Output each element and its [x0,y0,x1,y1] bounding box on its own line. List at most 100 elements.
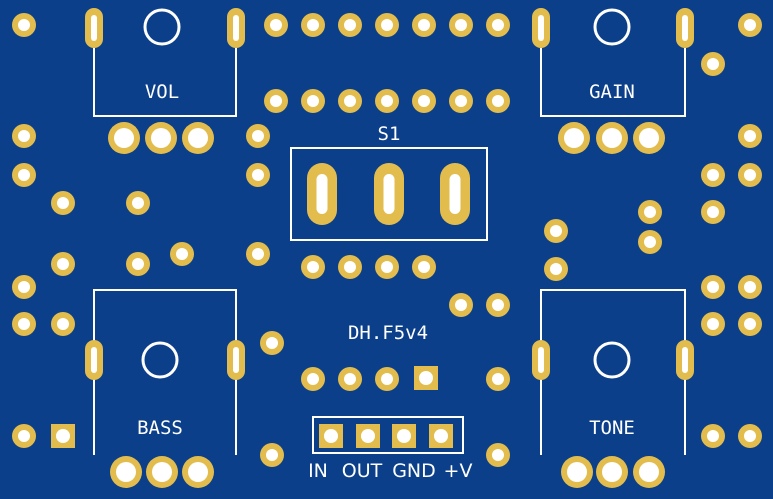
component-pad-hole [744,318,756,330]
board-name-label: DH.F5v4 [348,322,428,344]
in-label: IN [308,460,328,482]
component-pad-hole [707,206,719,218]
component-pad-hole [18,281,30,293]
top-row-pad-hole [307,19,319,31]
io-header-pad-hole [324,429,338,443]
second-row-pad-hole [381,95,393,107]
second-row-pad-hole [418,95,430,107]
component-pad-hole [266,337,278,349]
plus-v-label: +V [444,460,473,482]
second-row-pad-hole [307,95,319,107]
component-pad-hole [57,318,69,330]
gain-shaft-hole [593,8,631,46]
cap-square-pad-hole [56,429,70,443]
component-pad-hole [455,299,467,311]
s1-label: S1 [378,123,401,145]
second-row-pad-hole [270,95,282,107]
tone-label: TONE [589,417,635,439]
out-label: OUT [342,460,383,482]
gain-lug-pad-hole [639,128,659,148]
component-pad-hole [644,236,656,248]
top-row-pad-hole [270,19,282,31]
component-pad-hole [132,197,144,209]
s1-switch-outline [290,147,488,241]
tone-lug-pad-hole [639,462,659,482]
component-pad-hole [18,130,30,142]
tone-lug-pad-hole [602,462,622,482]
component-pad-hole [344,373,356,385]
component-pad-hole [550,225,562,237]
vol-shaft-hole [143,8,181,46]
component-pad-hole [707,430,719,442]
silkscreen-labels: VOL GAIN S1 BASS TONE DH.F5v4 IN OUT GND… [137,81,635,482]
component-pad-hole [252,169,264,181]
bass-lug-pad-hole [188,462,208,482]
component-pad-hole [744,281,756,293]
s1-switch-pad-hole [449,174,461,214]
component-pad-hole [57,258,69,270]
s1-switch-pad-hole [316,174,328,214]
vol-lug-pad-hole [151,128,171,148]
component-pad-hole [707,58,719,70]
component-pad-hole [307,261,319,273]
component-pad-hole [132,258,144,270]
gnd-label: GND [392,460,436,482]
s1-switch-pad-hole [383,174,395,214]
second-row-pad-hole [344,95,356,107]
component-pad-hole [492,449,504,461]
component-pad-hole [381,261,393,273]
gain-mount-slot-hole [538,15,544,41]
component-pad-hole [266,449,278,461]
component-pad-hole [18,19,30,31]
component-pad-hole [344,261,356,273]
vol-mount-slot-hole [91,15,97,41]
top-row-pad-hole [344,19,356,31]
bass-mount-slot-hole [91,347,97,373]
component-pad-hole [252,130,264,142]
vol-lug-pad-hole [114,128,134,148]
component-pad-hole [644,206,656,218]
component-pad-hole [707,318,719,330]
component-pad-hole [418,261,430,273]
gain-mount-slot-hole [682,15,688,41]
component-pad-hole [492,373,504,385]
io-header-outline [312,416,464,454]
component-pad-hole [176,248,188,260]
io-header-pad-hole [434,429,448,443]
bass-mount-slot-hole [233,347,239,373]
top-row-pad-hole [418,19,430,31]
bass-lug-pad-hole [116,462,136,482]
tone-lug-pad-hole [567,462,587,482]
bass-label: BASS [137,417,183,439]
vol-label: VOL [145,81,179,103]
gain-pot-outline [540,48,686,117]
tone-shaft-hole [593,341,631,379]
tone-mount-slot-hole [538,347,544,373]
component-pad-hole [744,430,756,442]
component-pad-hole [707,169,719,181]
bass-lug-pad-hole [152,462,172,482]
io-header-pad-hole [361,429,375,443]
bass-shaft-hole [141,341,179,379]
top-row-pad-hole [492,19,504,31]
component-pad-hole [57,197,69,209]
component-pad-hole [252,248,264,260]
component-pad-hole [18,318,30,330]
component-pad-hole [744,169,756,181]
vol-lug-pad-hole [188,128,208,148]
tone-mount-slot-hole [682,347,688,373]
gain-lug-pad-hole [602,128,622,148]
component-pad-hole [744,130,756,142]
top-row-pad-hole [455,19,467,31]
gain-lug-pad-hole [564,128,584,148]
component-pad-hole [744,19,756,31]
vol-mount-slot-hole [233,15,239,41]
io-header-pad-hole [397,429,411,443]
second-row-pad-hole [455,95,467,107]
component-pad-hole [18,430,30,442]
component-pad-hole [492,299,504,311]
gain-label: GAIN [589,81,635,103]
component-pad-hole [307,373,319,385]
component-pad-hole [707,281,719,293]
